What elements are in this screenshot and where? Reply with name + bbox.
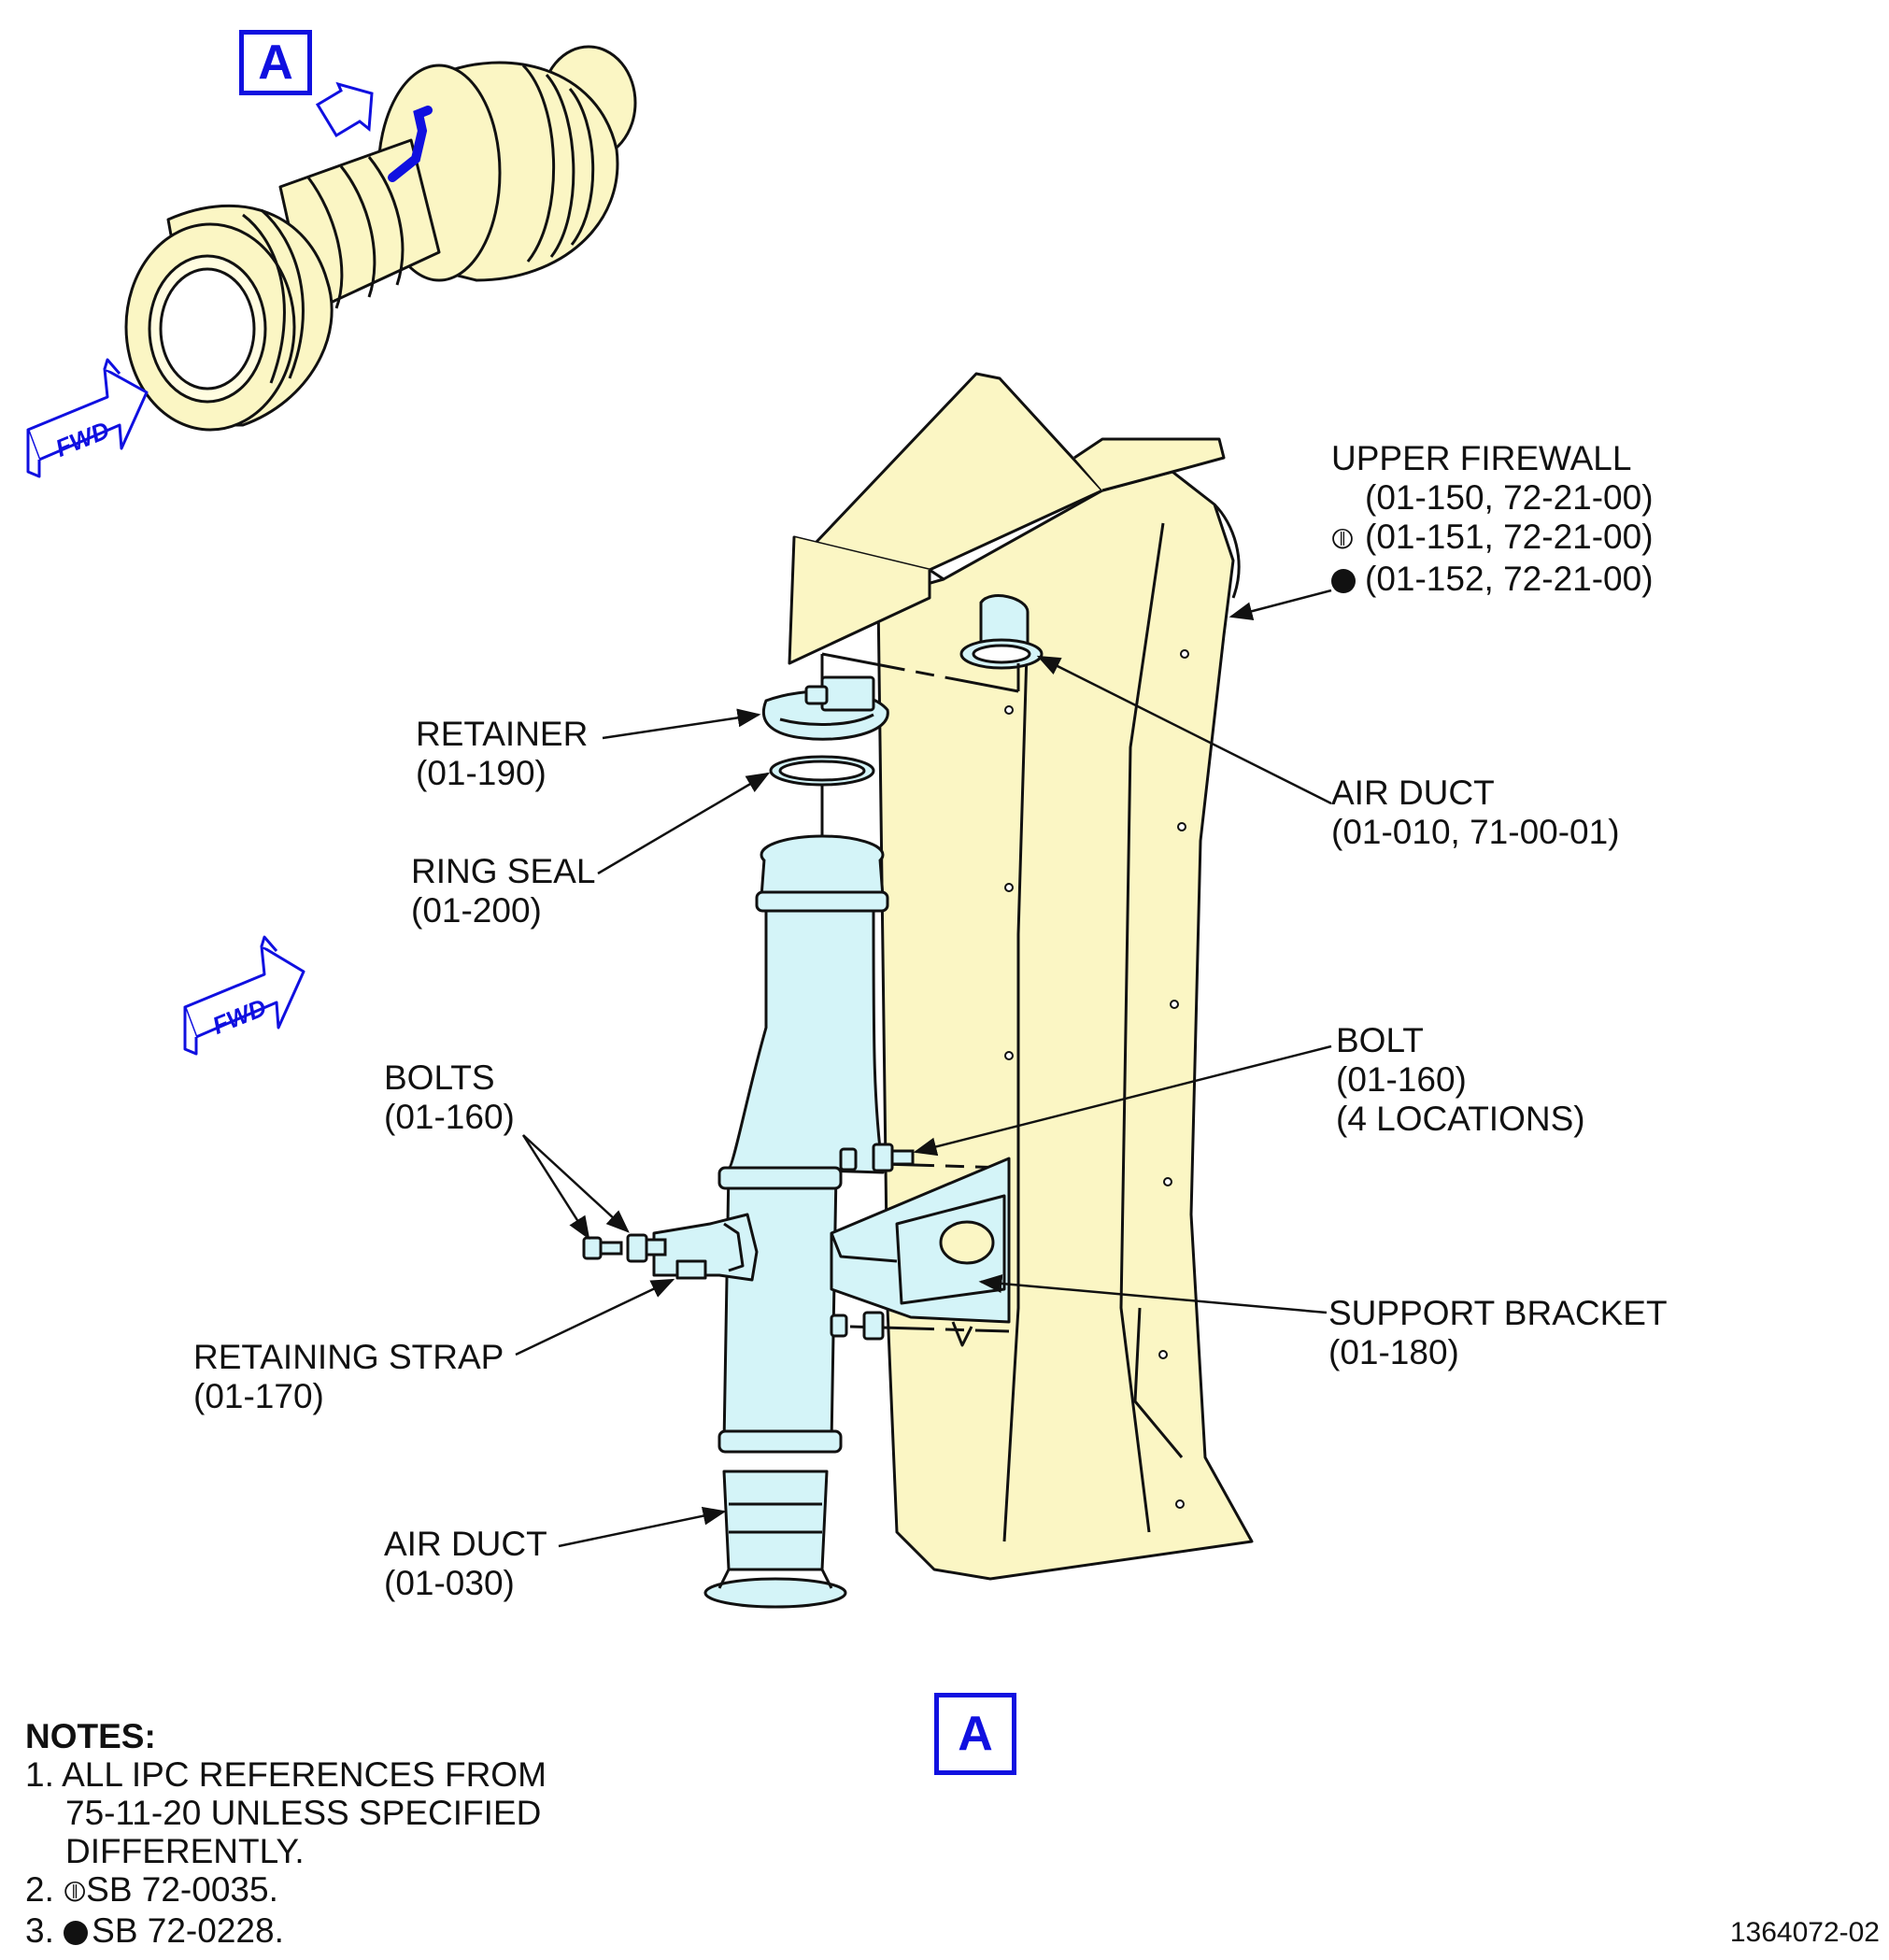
label-retainer: RETAINER (01-190) (416, 715, 588, 793)
bolts-part (582, 1143, 915, 1341)
note-1-num: 1. (25, 1755, 54, 1794)
label-air-duct-lower-name: AIR DUCT (384, 1525, 547, 1563)
label-bolts: BOLTS (01-160) (384, 1058, 515, 1137)
label-bolts-ref: (01-160) (384, 1098, 515, 1136)
label-retaining-strap-ref: (01-170) (193, 1377, 324, 1415)
label-bolt-note: (4 LOCATIONS) (1336, 1100, 1585, 1138)
note-3-num: 3. (25, 1911, 54, 1950)
label-retaining-strap: RETAINING STRAP (01-170) (193, 1338, 504, 1416)
note-1-line-3: DIFFERENTLY. (65, 1832, 305, 1870)
view-a-callout-top: A (239, 30, 312, 95)
sb-0228-symbol (1331, 569, 1356, 593)
note-2-num: 2. (25, 1870, 54, 1909)
label-bolt-name: BOLT (1336, 1021, 1424, 1059)
label-upper-firewall-ref-3: (01-152, 72-21-00) (1365, 560, 1654, 598)
engine-locator-view (124, 45, 637, 432)
leader-bolts-a (521, 1134, 590, 1241)
label-air-duct-upper-ref: (01-010, 71-00-01) (1331, 813, 1620, 851)
leader-air-duct-lower (558, 1506, 727, 1548)
note-3: 3. SB 72-0228. (25, 1911, 547, 1950)
label-upper-firewall: UPPER FIREWALL (01-150, 72-21-00) ⦷ (01-1… (1331, 439, 1654, 599)
label-air-duct-upper-name: AIR DUCT (1331, 774, 1495, 812)
drawing-number: 1364072-02 (1729, 1917, 1880, 1948)
note-3-symbol (64, 1921, 89, 1945)
label-bolt-ref: (01-160) (1336, 1060, 1467, 1099)
label-ring-seal-name: RING SEAL (411, 852, 596, 890)
label-bolt: BOLT (01-160) (4 LOCATIONS) (1336, 1021, 1585, 1139)
note-2-symbol: ⦷ (64, 1877, 87, 1908)
support-bracket-part (830, 1157, 1011, 1347)
label-support-bracket-ref: (01-180) (1328, 1333, 1459, 1371)
label-support-bracket-name: SUPPORT BRACKET (1328, 1294, 1668, 1332)
fwd-arrow-mid (183, 935, 305, 1056)
engine-duct-highlight (388, 106, 433, 182)
label-upper-firewall-ref-3-row: (01-152, 72-21-00) (1331, 560, 1654, 599)
notes-title: NOTES: (25, 1717, 156, 1755)
label-ring-seal-ref: (01-200) (411, 891, 542, 930)
label-bolts-name: BOLTS (384, 1058, 495, 1097)
notes-block: NOTES: 1. ALL IPC REFERENCES FROM 75-11-… (25, 1717, 547, 1950)
note-2: 2. ⦷SB 72-0035. (25, 1870, 547, 1911)
label-upper-firewall-ref-2: (01-151, 72-21-00) (1365, 518, 1654, 556)
sb-0035-symbol: ⦷ (1331, 524, 1354, 555)
ring-seal-part (769, 755, 875, 787)
label-air-duct-upper: AIR DUCT (01-010, 71-00-01) (1331, 774, 1620, 852)
lower-air-duct (703, 834, 889, 1609)
label-upper-firewall-name: UPPER FIREWALL (1331, 439, 1632, 477)
note-1-line-1: ALL IPC REFERENCES FROM (62, 1755, 547, 1794)
note-1-line-2: 75-11-20 UNLESS SPECIFIED (65, 1794, 542, 1832)
upper-air-duct (959, 594, 1044, 670)
label-retaining-strap-name: RETAINING STRAP (193, 1338, 504, 1376)
leader-retainer (602, 708, 761, 740)
note-3-text: SB 72-0228. (92, 1911, 284, 1950)
leader-ring-seal (597, 772, 771, 875)
leader-support-bracket (978, 1274, 1328, 1314)
label-air-duct-lower: AIR DUCT (01-030) (384, 1525, 547, 1603)
leader-lines (515, 589, 1332, 1548)
note-2-text: SB 72-0035. (86, 1870, 278, 1909)
leader-retaining-strap (515, 1278, 675, 1356)
leader-air-duct-upper (1036, 655, 1332, 805)
leader-upper-firewall (1229, 589, 1332, 620)
view-a-callout-bottom: A (934, 1693, 1016, 1775)
leader-bolt (913, 1044, 1332, 1157)
label-upper-firewall-ref-1: (01-150, 72-21-00) (1365, 478, 1654, 517)
retaining-strap-part (652, 1213, 759, 1282)
label-upper-firewall-ref-2-row: ⦷ (01-151, 72-21-00) (1331, 518, 1654, 560)
note-1: 1. ALL IPC REFERENCES FROM (25, 1755, 547, 1794)
label-retainer-name: RETAINER (416, 715, 589, 753)
label-air-duct-lower-ref: (01-030) (384, 1564, 515, 1602)
label-support-bracket: SUPPORT BRACKET (01-180) (1328, 1294, 1668, 1372)
label-retainer-ref: (01-190) (416, 754, 547, 792)
retainer-part (762, 675, 889, 741)
view-a-arrow (315, 81, 374, 138)
leader-bolts-b (522, 1134, 630, 1233)
label-ring-seal: RING SEAL (01-200) (411, 852, 595, 930)
fwd-arrow-top (26, 358, 149, 478)
